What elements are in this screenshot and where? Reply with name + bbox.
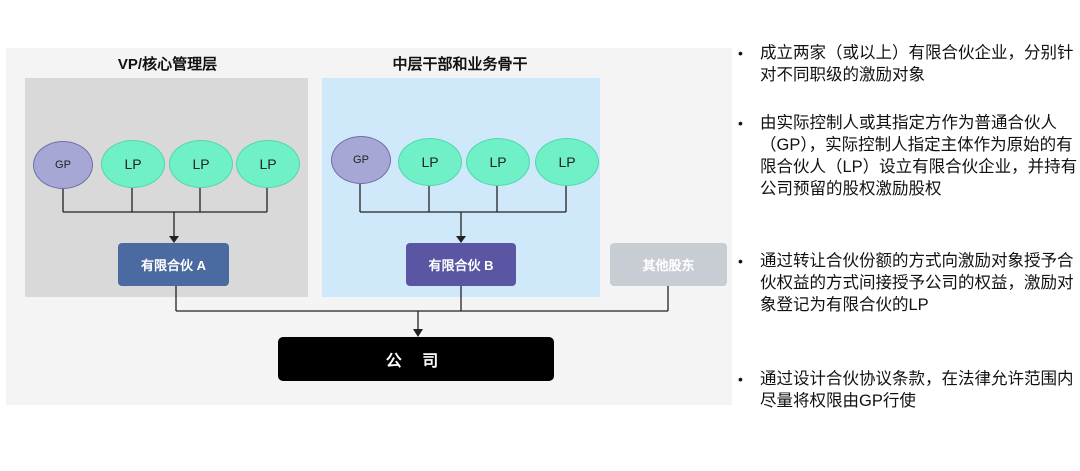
lp-node-b-3: LP — [535, 138, 599, 186]
bullet-item: • 通过转让合伙份额的方式向激励对象授予合伙权益的方式间接授予公司的权益，激励对象… — [738, 250, 1080, 316]
bullet-text: 通过设计合伙协议条款，在法律允许范围内尽量将权限由GP行使 — [760, 370, 1074, 410]
company-box: 公 司 — [278, 337, 554, 381]
gp-node-b: GP — [331, 136, 391, 184]
bullet-item: • 成立两家（或以上）有限合伙企业，分别针对不同职级的激励对象 — [738, 42, 1080, 86]
bullet-marker: • — [738, 115, 743, 131]
partnership-b: 有限合伙 B — [406, 243, 516, 286]
lp-node-b-2: LP — [466, 138, 530, 186]
lp-node-a-2: LP — [169, 140, 233, 188]
arrowhead — [413, 329, 423, 337]
bullet-text: 成立两家（或以上）有限合伙企业，分别针对不同职级的激励对象 — [760, 44, 1074, 84]
partnership-a: 有限合伙 A — [118, 243, 229, 286]
bullet-text: 通过转让合伙份额的方式向激励对象授予合伙权益的方式间接授予公司的权益，激励对象登… — [760, 252, 1074, 314]
bullet-marker: • — [738, 371, 743, 387]
lp-node-a-3: LP — [236, 140, 300, 188]
bullet-marker: • — [738, 45, 743, 61]
group-a-title: VP/核心管理层 — [117, 56, 218, 73]
bullet-text: 由实际控制人或其指定方作为普通合伙人（GP），实际控制人指定主体作为原始的有限合… — [760, 114, 1078, 198]
arrowhead — [169, 236, 179, 243]
group-b-title: 中层干部和业务骨干 — [392, 56, 528, 73]
lp-node-b-1: LP — [398, 138, 462, 186]
bullet-marker: • — [738, 253, 743, 269]
bullet-item: • 由实际控制人或其指定方作为普通合伙人（GP），实际控制人指定主体作为原始的有限… — [738, 112, 1080, 200]
other-shareholders: 其他股东 — [610, 243, 727, 286]
gp-node-a: GP — [33, 141, 93, 189]
bullet-item: • 通过设计合伙协议条款，在法律允许范围内尽量将权限由GP行使 — [738, 368, 1080, 412]
lp-node-a-1: LP — [101, 140, 165, 188]
arrowhead — [456, 236, 466, 243]
